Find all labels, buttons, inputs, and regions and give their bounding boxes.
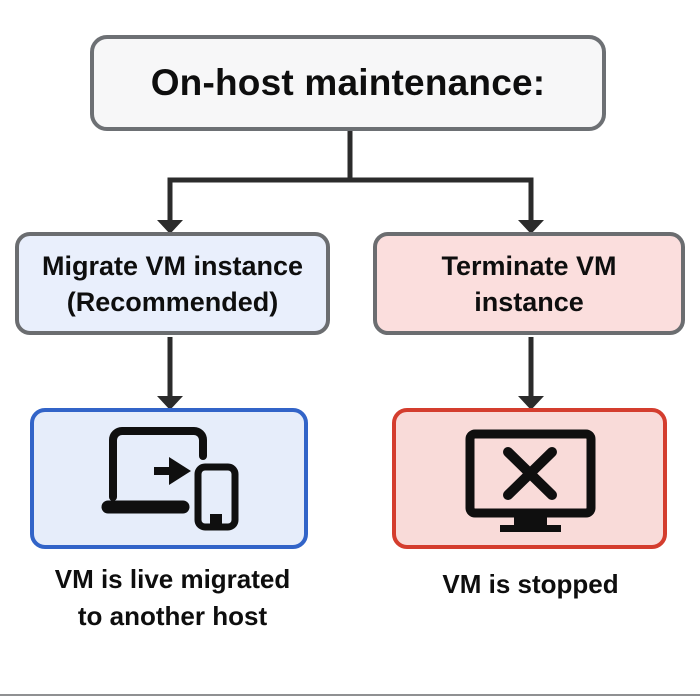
option-node-migrate: Migrate VM instance (Recommended): [15, 232, 330, 335]
caption-terminate: VM is stopped: [373, 566, 688, 603]
migrate-arrow-head: [169, 456, 191, 485]
root-node: On-host maintenance:: [90, 35, 606, 131]
arrow-down-icon: [518, 396, 544, 410]
icon-node-terminate: [392, 408, 667, 549]
option-migrate-label-line1: Migrate VM instance: [41, 250, 304, 281]
phone-home-dot: [210, 513, 222, 524]
icon-node-migrate: [30, 408, 308, 549]
x-mark-icon: [502, 446, 557, 500]
caption-migrate: VM is live migrated to another host: [10, 561, 335, 635]
monitor-stand-neck: [513, 512, 547, 525]
caption-migrate-line2: to another host: [77, 601, 268, 631]
arrow-down-icon: [157, 396, 183, 410]
branch-split-connector: [167, 177, 534, 223]
phone-outline: [194, 463, 239, 530]
caption-terminate-line1: VM is stopped: [442, 569, 619, 599]
option-terminate-label-line2: instance: [474, 286, 584, 317]
option-migrate-label-line2: (Recommended): [66, 286, 279, 317]
bottom-rule: [0, 694, 700, 696]
option-terminate-label-line1: Terminate VM: [441, 250, 617, 281]
caption-migrate-line1: VM is live migrated: [54, 564, 291, 594]
arrow-down-icon: [518, 220, 544, 234]
laptop-to-phone-migration-icon: [101, 426, 239, 530]
monitor-x-icon: [465, 429, 595, 532]
monitor-stand-base: [499, 524, 561, 532]
arrow-down-icon: [157, 220, 183, 234]
root-node-label: On-host maintenance:: [150, 62, 546, 103]
option-node-terminate: Terminate VM instance: [373, 232, 685, 335]
laptop-screen-outline: [109, 426, 207, 501]
